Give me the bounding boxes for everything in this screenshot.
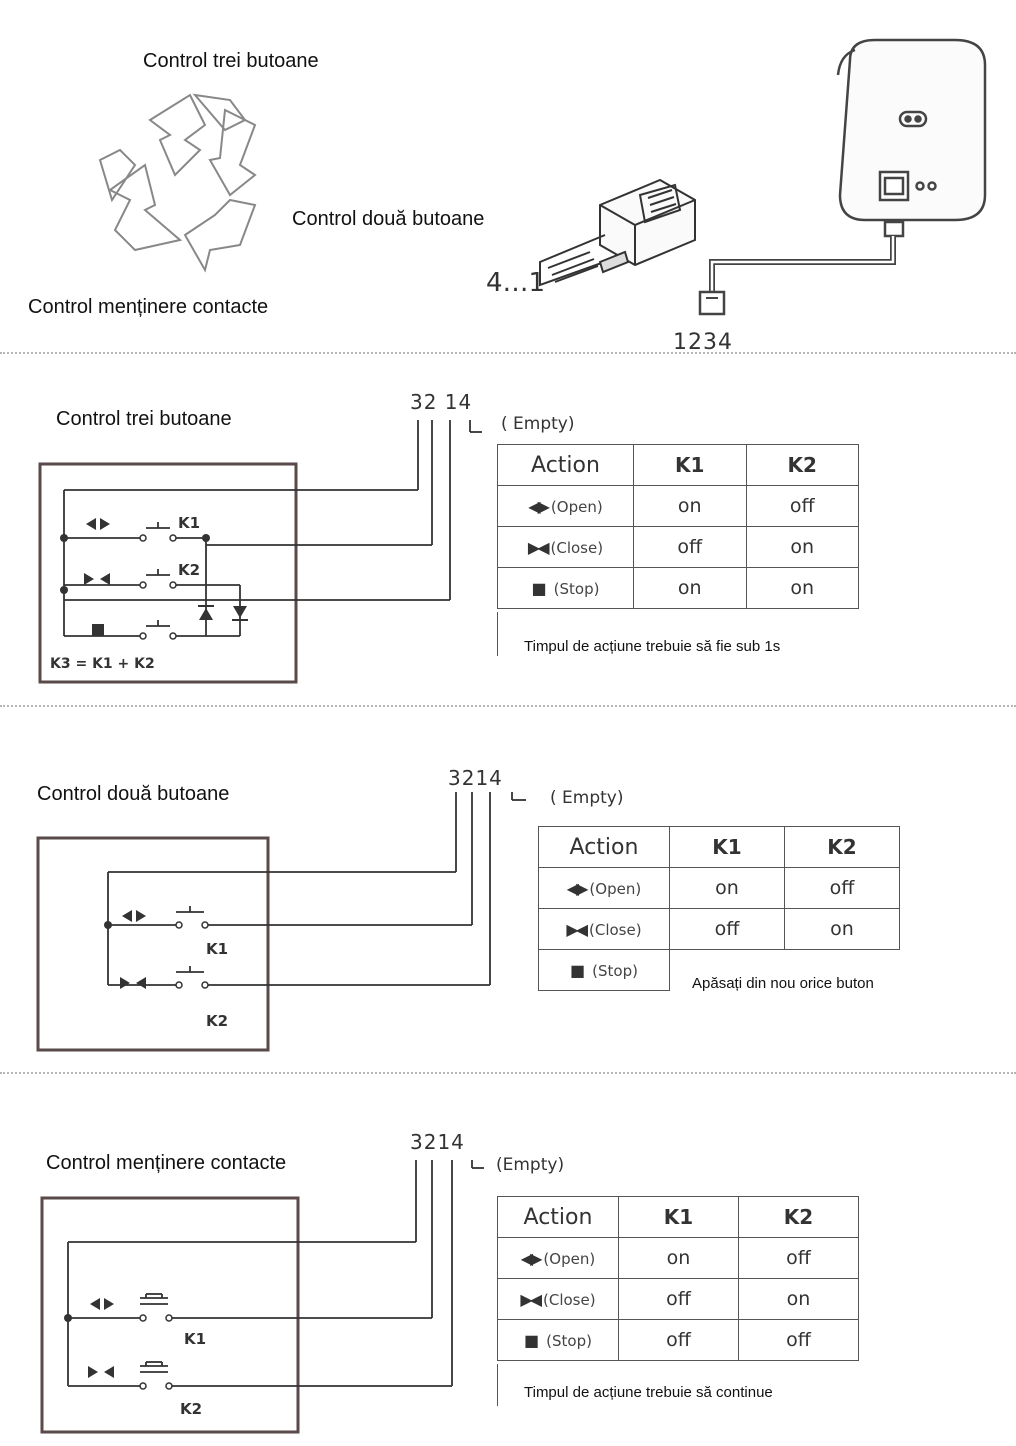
table-header-action: Action bbox=[538, 826, 670, 868]
table-row: ◀▶(Open) on off bbox=[497, 1237, 859, 1279]
close-icon: ▶◀ bbox=[527, 538, 550, 557]
circuit-k1-label: K1 bbox=[206, 940, 229, 958]
action-table: Action K1 K2 ◀▶(Open) on off ▶◀(Close) o… bbox=[497, 1196, 859, 1361]
section-title: Control menținere contacte bbox=[46, 1152, 287, 1174]
table-row: ■ (Stop) bbox=[538, 949, 900, 991]
circuit-k2-label: K2 bbox=[180, 1400, 203, 1418]
empty-label: ( Empty) bbox=[501, 414, 575, 434]
table-header-k1: K1 bbox=[669, 826, 785, 868]
circuit-k2-label: K2 bbox=[178, 561, 201, 579]
empty-label: (Empty) bbox=[496, 1155, 565, 1175]
plug-pin-numbers: 4…1 bbox=[486, 268, 546, 298]
stop-icon: ■ bbox=[570, 961, 585, 980]
rj-plug-icon bbox=[539, 178, 696, 287]
empty-label: ( Empty) bbox=[550, 788, 624, 808]
table-header-action: Action bbox=[497, 444, 634, 486]
open-icon: ◀▶ bbox=[566, 879, 589, 898]
table-header-k1: K1 bbox=[618, 1196, 739, 1238]
divider bbox=[0, 352, 1016, 354]
action-table: Action K1 K2 ◀▶(Open) on off ▶◀(Close) o… bbox=[497, 444, 859, 609]
note-text: Apăsați din nou orice buton bbox=[692, 975, 874, 992]
table-row: ■ (Stop) off off bbox=[497, 1319, 859, 1361]
label-hold-contacts: Control menținere contacte bbox=[28, 296, 269, 318]
note-text: Timpul de acțiune trebuie să fie sub 1s bbox=[524, 638, 781, 655]
table-row: ▶◀(Close) off on bbox=[538, 908, 900, 950]
divider bbox=[0, 1072, 1016, 1074]
motor-device-icon bbox=[836, 38, 987, 238]
table-header-k2: K2 bbox=[784, 826, 900, 868]
divider bbox=[0, 705, 1016, 707]
pin-numbers: 3214 bbox=[448, 766, 503, 790]
circuit-formula: K3 = K1 + K2 bbox=[50, 656, 155, 672]
table-header-action: Action bbox=[497, 1196, 619, 1238]
section-title: Control trei butoane bbox=[56, 408, 232, 430]
open-icon: ◀▶ bbox=[528, 497, 550, 516]
label-three-buttons: Control trei butoane bbox=[143, 50, 319, 72]
note-text: Timpul de acțiune trebuie să continue bbox=[524, 1384, 773, 1401]
cable-pin-numbers: 1234 bbox=[673, 330, 733, 355]
open-icon: ◀▶ bbox=[520, 1249, 543, 1268]
stop-icon: ■ bbox=[531, 579, 547, 598]
label-two-buttons: Control două butoane bbox=[292, 208, 485, 230]
close-icon: ▶◀ bbox=[520, 1290, 542, 1309]
recycle-icon bbox=[98, 93, 257, 273]
table-row: ■ (Stop) on on bbox=[497, 567, 859, 609]
section-title: Control două butoane bbox=[37, 783, 230, 805]
circuit-k1-label: K1 bbox=[184, 1330, 207, 1348]
table-row: ◀▶(Open) on off bbox=[497, 485, 859, 527]
circuit-k2-label: K2 bbox=[206, 1012, 229, 1030]
circuit-two-buttons bbox=[36, 792, 526, 1052]
table-header-k2: K2 bbox=[738, 1196, 859, 1238]
close-icon: ▶◀ bbox=[566, 920, 588, 939]
pin-numbers: 3214 bbox=[410, 1130, 465, 1154]
top-illustrations bbox=[98, 38, 987, 316]
circuit-k1-label: K1 bbox=[178, 514, 201, 532]
pin-numbers: 32 14 bbox=[410, 390, 473, 414]
table-row: ▶◀(Close) off on bbox=[497, 1278, 859, 1320]
circuit-three-buttons bbox=[38, 420, 482, 684]
action-table: Action K1 K2 ◀▶(Open) on off ▶◀(Close) o… bbox=[538, 826, 900, 991]
stop-icon: ■ bbox=[524, 1331, 539, 1350]
